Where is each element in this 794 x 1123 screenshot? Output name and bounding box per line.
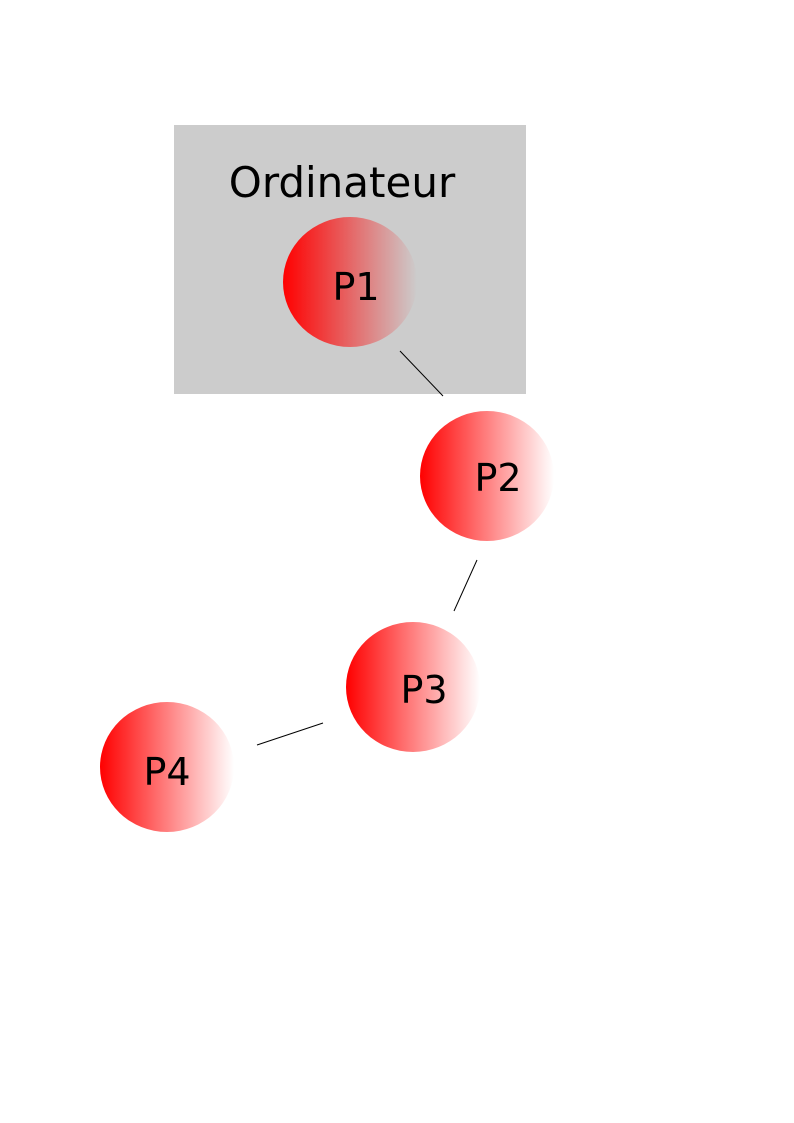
node-p1-label: P1 bbox=[332, 265, 379, 309]
node-p3-label: P3 bbox=[400, 668, 447, 712]
connector-p1-p2 bbox=[399, 350, 444, 397]
connector-p3-p4 bbox=[256, 722, 324, 746]
node-p1: P1 bbox=[283, 217, 417, 347]
node-p4-circle bbox=[100, 702, 234, 832]
node-p3-circle bbox=[346, 622, 480, 752]
node-p4-label: P4 bbox=[143, 750, 190, 794]
computer-container: Ordinateur bbox=[174, 125, 526, 394]
node-p4: P4 bbox=[100, 702, 234, 832]
node-p1-circle bbox=[283, 217, 417, 347]
node-p2-circle bbox=[420, 411, 554, 541]
node-p2: P2 bbox=[420, 411, 554, 541]
computer-title: Ordinateur bbox=[229, 158, 456, 207]
node-p2-label: P2 bbox=[474, 456, 521, 500]
connector-p2-p3 bbox=[453, 559, 478, 612]
node-p3: P3 bbox=[346, 622, 480, 752]
